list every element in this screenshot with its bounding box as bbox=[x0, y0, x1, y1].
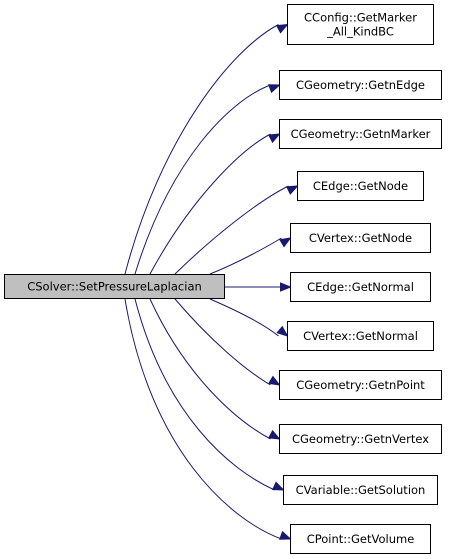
arrowhead-icon bbox=[268, 375, 281, 386]
callee-node-box bbox=[279, 370, 442, 400]
callee-node-cpoint-getvolume[interactable]: CPoint::GetVolume bbox=[290, 524, 431, 554]
arrowhead-icon bbox=[271, 481, 285, 491]
callee-node-box bbox=[279, 424, 442, 454]
callee-node-box bbox=[297, 171, 424, 201]
call-edge-cpoint-getvolume bbox=[124, 298, 282, 540]
callee-node-cgeometry-getnpoint[interactable]: CGeometry::GetnPoint bbox=[279, 370, 442, 400]
callee-node-cgeometry-getnedge[interactable]: CGeometry::GetnEdge bbox=[279, 70, 442, 100]
callee-node-cvertex-getnode[interactable]: CVertex::GetNode bbox=[290, 223, 431, 253]
arrowhead-icon bbox=[279, 237, 292, 248]
arrowhead-icon bbox=[268, 84, 281, 94]
callee-node-cedge-getnode[interactable]: CEdge::GetNode bbox=[297, 171, 424, 201]
call-edge-cvertex-getnormal bbox=[209, 298, 279, 337]
callee-nodes: CConfig::GetMarker_All_KindBCCGeometry::… bbox=[279, 4, 442, 554]
arrowhead-icon bbox=[285, 185, 299, 195]
callee-node-label: CVariable::GetSolution bbox=[296, 483, 426, 497]
arrowhead-icon bbox=[268, 429, 281, 440]
call-edge-cgeometry-getnmarker bbox=[149, 133, 271, 275]
callee-node-box bbox=[287, 321, 434, 351]
root-node-box bbox=[4, 274, 225, 299]
call-edges bbox=[124, 23, 299, 540]
arrowhead-icon bbox=[276, 325, 289, 337]
call-edge-cgeometry-getnvertex bbox=[149, 298, 271, 440]
callee-node-cgeometry-getnvertex[interactable]: CGeometry::GetnVertex bbox=[279, 424, 442, 454]
call-edge-cedge-getnode bbox=[174, 185, 289, 275]
root-node[interactable]: CSolver::SetPressureLaplacian bbox=[4, 274, 225, 299]
callee-node-box bbox=[279, 70, 442, 100]
callee-node-cedge-getnormal[interactable]: CEdge::GetNormal bbox=[290, 272, 431, 302]
callee-node-cvertex-getnormal[interactable]: CVertex::GetNormal bbox=[287, 321, 434, 351]
callee-node-cvariable-getsolution[interactable]: CVariable::GetSolution bbox=[283, 475, 438, 505]
callee-node-label: CVertex::GetNormal bbox=[303, 329, 418, 343]
call-edge-cgeometry-getnpoint bbox=[174, 298, 271, 386]
arrowhead-icon bbox=[268, 133, 281, 144]
callee-node-label: CPoint::GetVolume bbox=[307, 532, 415, 546]
callee-node-box bbox=[279, 119, 442, 149]
callee-node-label: _All_KindBC bbox=[326, 25, 394, 39]
arrowhead-icon bbox=[280, 282, 292, 292]
callee-node-label: CConfig::GetMarker bbox=[304, 11, 417, 25]
call-edge-cvertex-getnode bbox=[209, 237, 282, 275]
callee-node-label: CGeometry::GetnMarker bbox=[291, 127, 431, 141]
callee-node-box bbox=[290, 272, 431, 302]
root-node-label: CSolver::SetPressureLaplacian bbox=[27, 280, 202, 294]
callee-node-box bbox=[283, 475, 438, 505]
callee-node-cgeometry-getnmarker[interactable]: CGeometry::GetnMarker bbox=[279, 119, 442, 149]
callee-node-label: CGeometry::GetnVertex bbox=[292, 432, 429, 446]
callee-node-label: CEdge::GetNormal bbox=[307, 280, 414, 294]
callee-node-label: CEdge::GetNode bbox=[313, 179, 408, 193]
callee-node-label: CGeometry::GetnEdge bbox=[296, 78, 425, 92]
callee-node-label: CVertex::GetNode bbox=[309, 231, 412, 245]
callee-node-box bbox=[287, 4, 434, 45]
arrowhead-icon bbox=[279, 530, 292, 540]
call-edge-cgeometry-getnedge bbox=[134, 84, 271, 275]
call-edge-cvariable-getsolution bbox=[134, 298, 275, 491]
callee-node-label: CGeometry::GetnPoint bbox=[296, 378, 425, 392]
call-edge-cconfig-getmarker-all-kindbc bbox=[124, 24, 279, 275]
callee-node-box bbox=[290, 524, 431, 554]
callee-node-cconfig-getmarker-all-kindbc[interactable]: CConfig::GetMarker_All_KindBC bbox=[287, 4, 434, 45]
callee-node-box bbox=[290, 223, 431, 253]
arrowhead-icon bbox=[276, 23, 289, 34]
